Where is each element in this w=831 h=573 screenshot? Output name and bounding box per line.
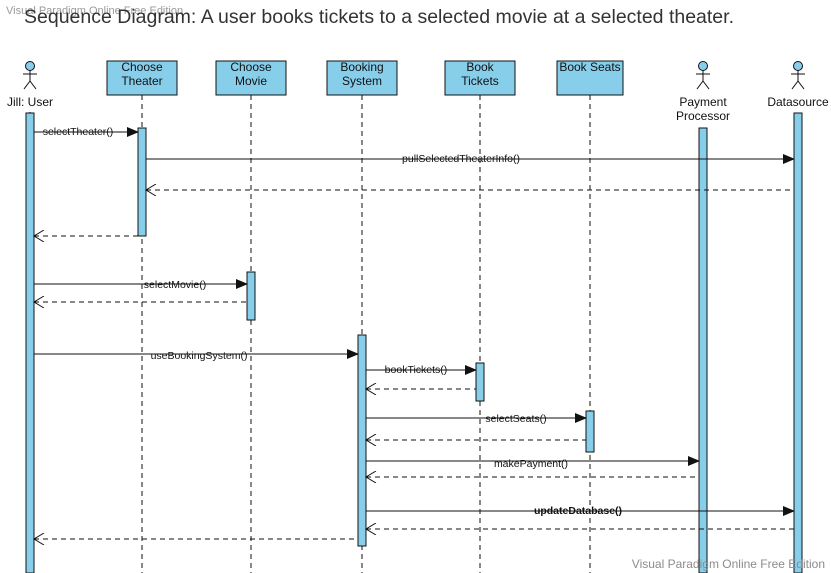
message-call[interactable]: selectMovie(): [34, 279, 248, 291]
participant-book-seats[interactable]: Book Seats: [556, 60, 624, 96]
message-call[interactable]: selectTheater(): [34, 126, 139, 138]
participant-datasource[interactable]: Datasource: [767, 61, 829, 110]
actor-icon: [791, 61, 805, 90]
diagram-title: Sequence Diagram: A user books tickets t…: [24, 6, 734, 28]
activation-bar: [585, 410, 595, 453]
message-label: updateDatabase(): [534, 505, 622, 517]
activation-bar: [246, 271, 256, 321]
message-label: selectSeats(): [485, 413, 546, 425]
message-call[interactable]: pullSelectedTheaterInfo(): [146, 153, 795, 165]
message-label: useBookingSystem(): [151, 350, 248, 362]
message-call[interactable]: updateDatabase(): [366, 505, 795, 517]
message-label: selectTheater(): [43, 126, 114, 138]
participant-label: Theater: [121, 74, 162, 88]
activation-bar: [698, 127, 708, 573]
activation-bar: [357, 334, 367, 547]
participant-label: Book: [466, 60, 494, 74]
participant-label: Tickets: [461, 74, 499, 88]
message-label: pullSelectedTheaterInfo(): [402, 153, 520, 165]
activation-bar: [137, 127, 147, 237]
watermark-bottom: Visual Paradigm Online Free Edition: [631, 557, 825, 571]
participant-label: Movie: [235, 74, 267, 88]
message-call[interactable]: selectSeats(): [366, 413, 587, 425]
actor-icon: [23, 61, 37, 90]
participant-label: Booking: [340, 60, 383, 74]
message-label: makePayment(): [494, 458, 568, 470]
participant-label: Choose: [121, 60, 163, 74]
participant-box: [326, 60, 398, 96]
activation-bar: [25, 112, 35, 573]
message-call[interactable]: bookTickets(): [366, 364, 477, 376]
participant-booking-system[interactable]: BookingSystem: [326, 60, 398, 96]
message-call[interactable]: useBookingSystem(): [34, 349, 359, 362]
participant-label: Processor: [676, 109, 730, 123]
participant-label: Choose: [230, 60, 272, 74]
participant-box: [444, 60, 516, 96]
watermark-top: Visual Paradigm Online Free Edition: [6, 5, 184, 17]
participant-box: [215, 60, 287, 96]
participant-box: [106, 60, 178, 96]
message-label: bookTickets(): [385, 364, 448, 376]
message-label: selectMovie(): [144, 279, 206, 291]
participant-box: [556, 60, 624, 96]
activation-bar: [475, 362, 485, 402]
participant-label: System: [342, 74, 382, 88]
participant-label: Jill: User: [7, 95, 53, 109]
actor-icon: [696, 61, 710, 90]
participant-label: Datasource: [767, 95, 829, 109]
activation-bar: [793, 112, 803, 573]
message-call[interactable]: makePayment(): [366, 456, 700, 470]
participant-label: Book Seats: [559, 60, 620, 74]
participant-jill-user[interactable]: Jill: User: [7, 61, 53, 110]
participant-label: Payment: [679, 95, 727, 109]
